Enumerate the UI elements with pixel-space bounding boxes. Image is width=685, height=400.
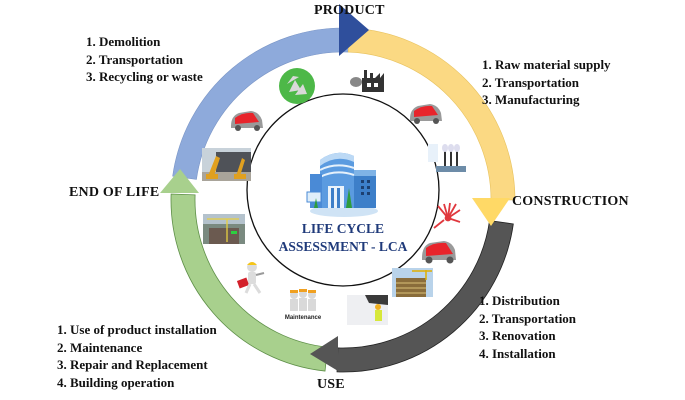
stage-label-end-of-life: END OF LIFE	[69, 185, 160, 200]
use-steps: 1. Use of product installation 2. Mainte…	[57, 321, 217, 391]
maintenance-workers-icon: Maintenance	[285, 289, 322, 321]
step-item: 1. Raw material supply	[482, 57, 611, 72]
stage-label-construction: CONSTRUCTION	[512, 194, 629, 209]
maintenance-caption: Maintenance	[285, 315, 322, 321]
product-arc	[347, 27, 516, 201]
building-construction-photo	[392, 268, 433, 297]
step-item: 1. Distribution	[479, 293, 560, 308]
use-arrowhead	[310, 336, 338, 371]
step-item: 2. Transportation	[482, 74, 580, 90]
stage-label-use: USE	[317, 377, 345, 392]
end-of-life-arrowhead	[160, 169, 199, 193]
step-item: 2. Transportation	[479, 310, 577, 326]
step-item: 2. Transportation	[86, 51, 184, 67]
product-arrowhead	[339, 4, 369, 56]
step-item: 1. Demolition	[86, 34, 161, 49]
step-item: 4. Building operation	[57, 374, 175, 390]
office-building-icon	[306, 152, 378, 217]
car-icon	[231, 111, 263, 131]
installation-worker-photo	[347, 295, 388, 325]
recycle-icon	[279, 68, 315, 104]
car-icon	[410, 104, 442, 124]
construction-site-photo	[203, 214, 245, 244]
product-steps: 1. Raw material supply 2. Transportation…	[482, 56, 611, 109]
stage-label-product: PRODUCT	[314, 3, 385, 18]
step-item: 3. Manufacturing	[482, 92, 580, 107]
distribution-arrows-icon	[433, 202, 461, 229]
center-title-line2: ASSESSMENT - LCA	[278, 239, 408, 254]
step-item: 3. Renovation	[479, 328, 556, 343]
step-item: 4. Installation	[479, 345, 556, 361]
step-item: 2. Maintenance	[57, 339, 143, 355]
step-item: 1. Use of product installation	[57, 322, 217, 337]
step-item: 3. Repair and Replacement	[57, 357, 208, 372]
step-item: 3. Recycling or waste	[86, 69, 203, 84]
demolition-photo	[202, 148, 251, 181]
center-title-line1: LIFE CYCLE	[301, 221, 385, 236]
construction-arrowhead	[472, 198, 510, 226]
factory-icon	[350, 70, 384, 92]
construction-steps: 1. Distribution 2. Transportation 3. Ren…	[479, 292, 576, 362]
end-of-life-steps: 1. Demolition 2. Transportation 3. Recyc…	[86, 33, 203, 86]
power-plant-icon	[428, 144, 466, 172]
construction-arc	[336, 220, 514, 373]
center-title: LIFE CYCLE ASSESSMENT - LCA	[243, 220, 443, 256]
repair-worker-icon	[236, 262, 265, 294]
car-icon	[422, 241, 456, 264]
